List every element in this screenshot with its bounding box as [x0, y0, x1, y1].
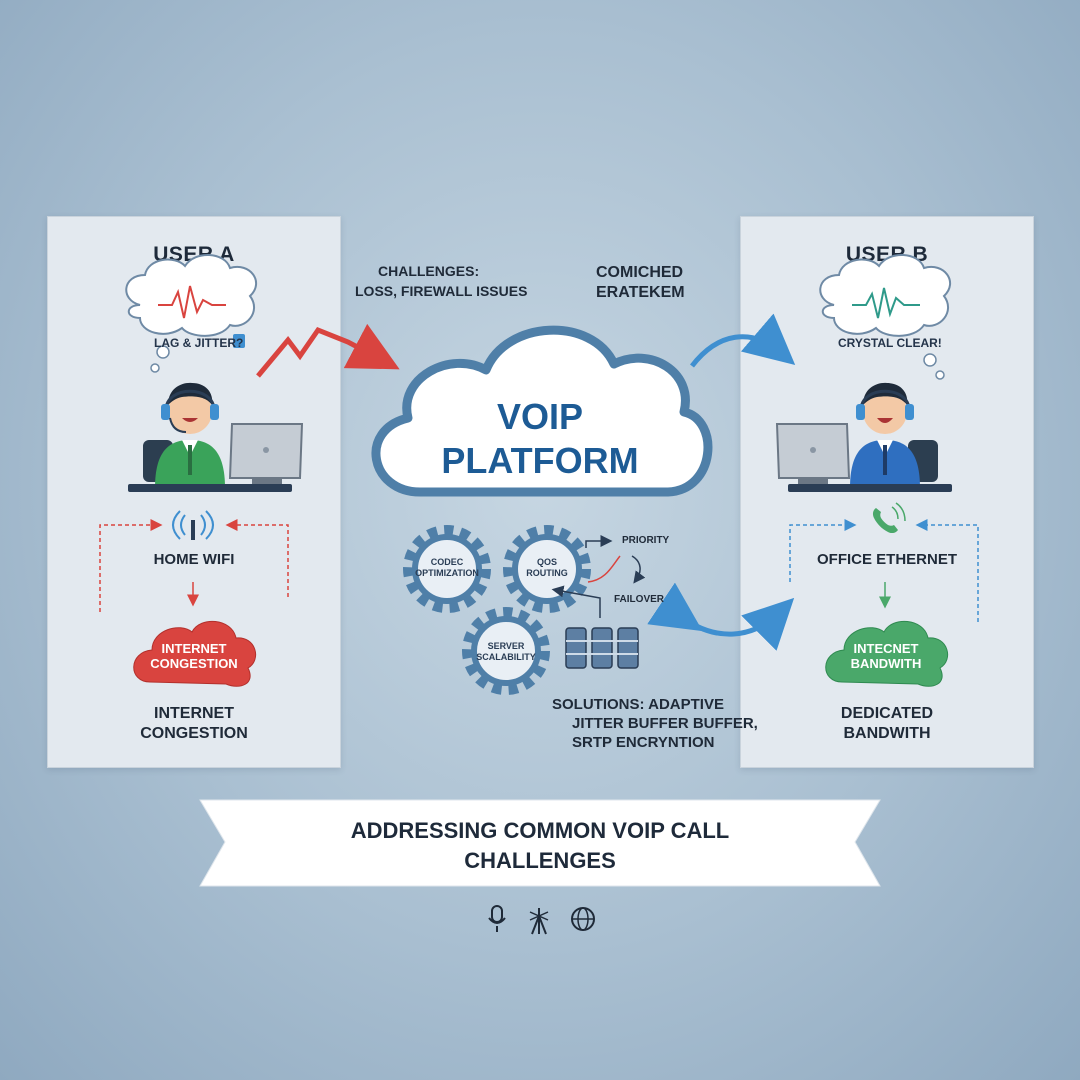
- failover-label: FAILOVER: [614, 594, 665, 605]
- user-a-flow-arrows: [99, 519, 289, 612]
- title-banner: [199, 799, 881, 887]
- user-a-connection-label: HOME WIFI: [153, 551, 235, 568]
- user-a-avatar: [128, 382, 304, 492]
- user-b-flow-arrows: [789, 519, 979, 622]
- server-gear-icon: [462, 607, 550, 695]
- clear-arrow: [690, 313, 796, 368]
- user-b-connection-label: OFFICE ETHERNET: [816, 551, 957, 568]
- solutions-line3: SRTP ENCRYNTION: [572, 734, 715, 751]
- user-b-thought-text: CRYSTAL CLEAR!: [838, 336, 942, 350]
- failover-arrow: [647, 582, 795, 651]
- gear-codec-label: CODEC OPTIMIZATION: [415, 557, 479, 578]
- server-stack-icon: [565, 627, 639, 669]
- user-a-thought-bubble: [125, 253, 257, 373]
- challenge-arrow: [256, 323, 400, 378]
- wifi-icon: [172, 510, 214, 540]
- user-b-caption-line1: DEDICATED: [840, 705, 934, 722]
- bubble-badge-icon: [233, 334, 245, 348]
- priority-label: PRIORITY: [622, 535, 670, 546]
- user-b-thought-bubble: [819, 253, 951, 380]
- voip-platform-cloud: [371, 325, 713, 497]
- challenges-heading: CHALLENGES:: [378, 263, 480, 279]
- phone-icon: [872, 502, 906, 534]
- top-right-label-2: ERATEKEM: [596, 284, 685, 301]
- priority-down-arrow: [631, 555, 646, 584]
- top-right-label-1: COMICHED: [596, 264, 684, 281]
- platform-title-line2: PLATFORM: [441, 440, 639, 481]
- gear-qos-label: QOS ROUTING: [526, 557, 568, 578]
- failover-link-arrow: [551, 585, 601, 618]
- microphone-icon: [488, 905, 506, 932]
- user-b-caption-line2: BANDWITH: [843, 725, 931, 742]
- user-a-caption-line2: CONGESTION: [140, 725, 248, 742]
- banner-line2: CHALLENGES: [464, 848, 616, 873]
- user-b-cloud-label: INTECNET BANDWITH: [850, 641, 922, 671]
- user-a-thought-text: LAG & JITTER?: [154, 336, 244, 350]
- codec-gear-icon: [403, 525, 491, 613]
- banner-line1: ADDRESSING COMMON VOIP CALL: [350, 818, 730, 843]
- internet-bandwidth-cloud: [825, 620, 949, 687]
- user-a-cloud-label: INTERNET CONGESTION: [150, 641, 238, 671]
- platform-title-line1: VOIP: [496, 396, 584, 437]
- user-b-avatar: [775, 382, 952, 492]
- gear-server-label: SERVER SCALABILITY: [476, 641, 536, 662]
- banner-title: ADDRESSING COMMON VOIP CALL CHALLENGES: [240, 816, 840, 876]
- user-a-caption-line1: INTERNET: [154, 705, 234, 722]
- priority-arrow: [585, 535, 613, 548]
- globe-icon: [571, 907, 595, 931]
- red-link-line: [587, 555, 621, 583]
- challenges-detail: LOSS, FIREWALL ISSUES: [355, 283, 528, 299]
- internet-congestion-cloud: [133, 620, 257, 687]
- solutions-line1: SOLUTIONS: ADAPTIVE: [552, 696, 724, 713]
- qos-gear-icon: [503, 525, 591, 613]
- antenna-icon: [529, 908, 549, 935]
- solutions-line2: JITTER BUFFER BUFFER,: [572, 715, 758, 732]
